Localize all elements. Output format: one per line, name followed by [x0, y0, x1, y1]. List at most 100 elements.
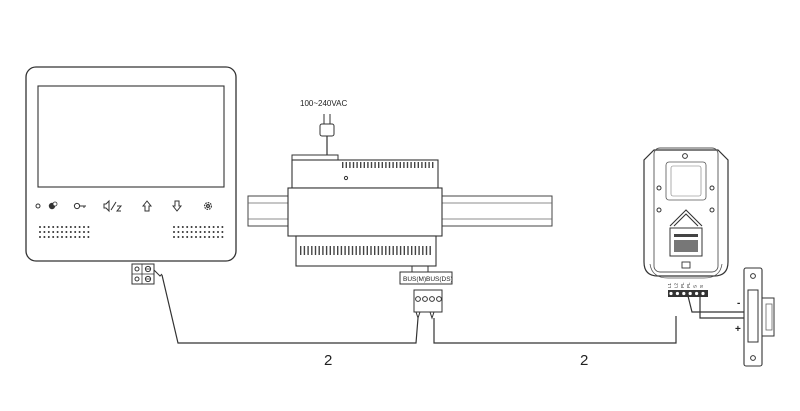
vent-slot: [414, 246, 417, 255]
outdoor-wire-count: 2: [580, 352, 588, 369]
grille-dot: [173, 236, 175, 238]
grille-dot: [61, 236, 63, 238]
monitor-terminal-block: [131, 263, 163, 285]
vent-slot: [344, 246, 346, 255]
grille-dot: [217, 236, 219, 238]
grille-dot: [87, 231, 90, 233]
vent-slot: [325, 246, 328, 255]
grille-dot: [208, 226, 211, 228]
grille-dot: [74, 236, 77, 238]
terminal-label: S: [693, 285, 698, 288]
vent-slot: [351, 246, 354, 255]
vent-slot: [333, 246, 335, 255]
vent-slot: [370, 162, 373, 168]
house-icon: [669, 209, 703, 227]
vent-slot: [418, 246, 420, 255]
vent-slots-top: [342, 162, 434, 168]
grille-dot: [199, 236, 202, 238]
grille-dot: [221, 226, 224, 228]
indoor-monitor: [25, 66, 237, 285]
grille-dot: [208, 236, 211, 238]
grille-dot: [203, 236, 206, 238]
vent-slot: [432, 162, 434, 168]
grille-dot: [74, 231, 77, 233]
terminal-label: L2: [673, 282, 678, 288]
grille-dot: [61, 231, 63, 233]
grille-dot: [78, 226, 81, 228]
grille-dot: [47, 236, 50, 238]
vent-slot: [367, 162, 369, 168]
vent-slot: [422, 246, 424, 255]
vent-slot: [411, 246, 413, 255]
grille-dot: [43, 231, 46, 233]
grille-dot: [52, 231, 55, 233]
grille-dot: [186, 231, 189, 233]
vent-slot: [396, 246, 398, 255]
terminal-screw: [682, 291, 686, 296]
grille-dot: [87, 226, 90, 228]
grille-dot: [208, 231, 211, 233]
grille-dot: [221, 231, 224, 233]
vent-slot: [410, 162, 412, 168]
grille-dot: [43, 226, 46, 228]
grille-dot: [199, 231, 202, 233]
lock-wire-plus: [699, 296, 751, 324]
vent-slot: [374, 246, 376, 255]
grille-dot: [87, 236, 90, 238]
grille-dot: [74, 226, 77, 228]
vent-slot: [374, 162, 376, 168]
terminal-label: S: [699, 285, 704, 288]
terminal-label: L1: [667, 282, 672, 288]
grille-dot: [83, 236, 85, 238]
vent-slot: [318, 246, 320, 255]
vent-slot: [388, 162, 391, 168]
vent-slot: [348, 246, 350, 255]
vent-slot: [407, 246, 409, 255]
grille-dot: [78, 236, 81, 238]
grille-dot: [47, 226, 50, 228]
intercom-icon: [48, 201, 58, 210]
vent-slot: [392, 162, 394, 168]
wires: [161, 274, 751, 344]
vent-slot: [352, 162, 355, 168]
vent-slot: [421, 162, 423, 168]
bus-m-label: BUS(M): [403, 276, 426, 283]
terminal-screw: [701, 291, 705, 296]
vent-slot: [417, 162, 419, 168]
vent-slot: [396, 162, 398, 168]
terminal-screw: [688, 291, 692, 296]
volume-icon: [103, 199, 123, 213]
bus-ds-label: BUS(DS): [426, 276, 453, 283]
vent-slot: [356, 162, 358, 168]
speaker-grille-right: [173, 226, 224, 238]
grille-dot: [199, 226, 202, 228]
grille-dot: [173, 231, 175, 233]
grille-dot: [195, 231, 197, 233]
vent-slot: [414, 162, 416, 168]
grille-dot: [195, 226, 197, 228]
grille-dot: [65, 236, 68, 238]
grille-dot: [181, 236, 184, 238]
grille-dot: [39, 226, 41, 228]
grille-dot: [217, 231, 219, 233]
grille-dot: [181, 231, 184, 233]
vent-slot: [362, 246, 365, 255]
vent-slot: [337, 246, 339, 255]
vent-slot: [381, 246, 383, 255]
terminal-label: PL: [686, 282, 691, 288]
vent-slot: [399, 162, 401, 168]
lock-plus-label: +: [735, 324, 741, 335]
grille-dot: [203, 226, 206, 228]
grille-dot: [173, 226, 175, 228]
grille-dot: [43, 236, 46, 238]
lock-wire-minus: [687, 295, 744, 313]
vent-slot: [381, 162, 383, 168]
vent-slot: [363, 162, 365, 168]
terminal-screw: [675, 291, 680, 296]
vent-slot: [424, 162, 427, 168]
vent-slot: [429, 246, 431, 255]
vent-slots-bottom: [300, 246, 431, 255]
grille-dot: [190, 231, 193, 233]
